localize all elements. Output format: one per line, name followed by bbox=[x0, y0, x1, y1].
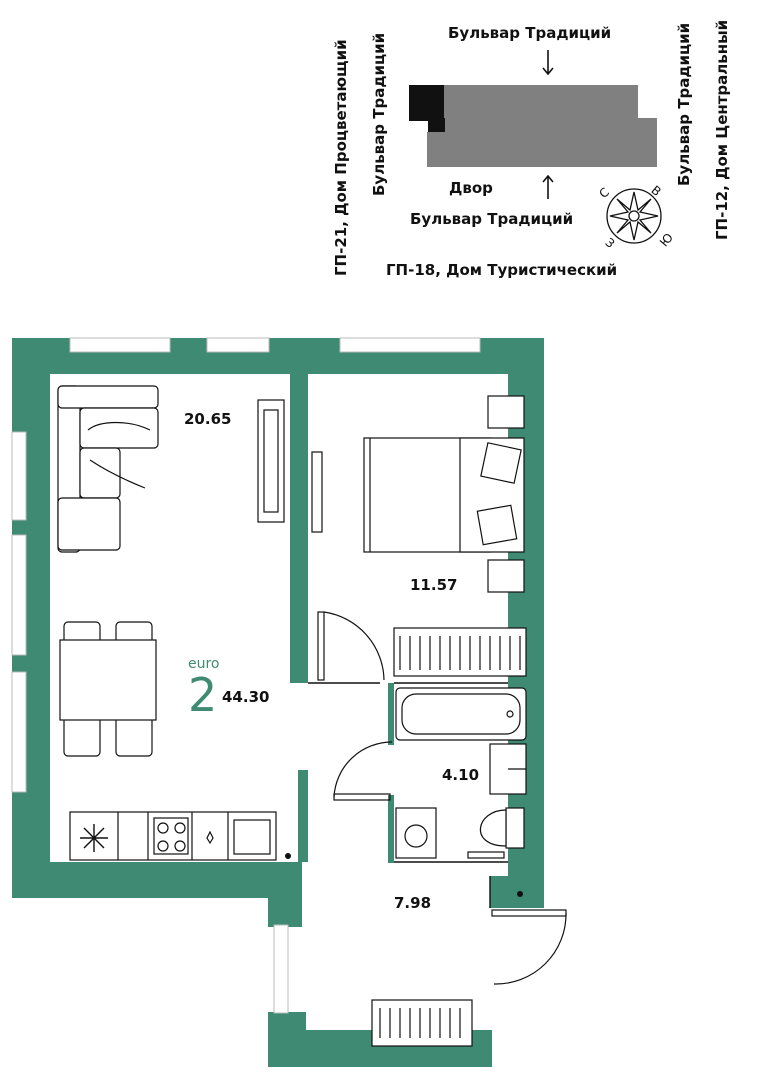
toilet bbox=[467, 807, 525, 859]
dining-set bbox=[59, 621, 157, 757]
utility-point bbox=[517, 891, 523, 897]
yard-label: Двор bbox=[449, 179, 493, 197]
doors bbox=[317, 611, 567, 985]
street-top-label: Бульвар Традиций bbox=[448, 24, 612, 42]
sofa bbox=[57, 385, 159, 553]
nightstands bbox=[487, 395, 525, 593]
snowflake-icon bbox=[80, 824, 108, 852]
bathroom-area-value: 4.10 bbox=[442, 766, 480, 784]
sink bbox=[489, 743, 527, 795]
living-area-value: 20.65 bbox=[184, 410, 232, 428]
building-section bbox=[409, 85, 444, 121]
bathtub bbox=[395, 687, 527, 741]
radiator-hall bbox=[371, 999, 473, 1047]
room-count: 2 bbox=[188, 668, 218, 722]
street-bottom-label: Бульвар Традиций bbox=[410, 210, 574, 228]
utility-point bbox=[285, 853, 291, 859]
kitchen bbox=[69, 811, 277, 861]
compass-rose-icon bbox=[606, 188, 662, 244]
washing-machine bbox=[395, 807, 437, 859]
arrow-down-icon bbox=[542, 50, 554, 76]
site-plan-graphic bbox=[409, 50, 662, 244]
windows bbox=[11, 337, 481, 1014]
neighbor-bottom-label: ГП-18, Дом Туристический bbox=[386, 261, 618, 279]
building-shape bbox=[427, 85, 657, 167]
bedroom-area-value: 11.57 bbox=[410, 576, 458, 594]
arrow-up-icon bbox=[542, 174, 554, 199]
apartment-type-label: euro bbox=[188, 656, 220, 672]
radiator bbox=[393, 627, 527, 677]
bed bbox=[363, 437, 525, 553]
tv-stand bbox=[257, 399, 323, 533]
hall-area-value: 7.98 bbox=[394, 894, 432, 912]
total-area-value: 44.30 bbox=[222, 688, 270, 706]
